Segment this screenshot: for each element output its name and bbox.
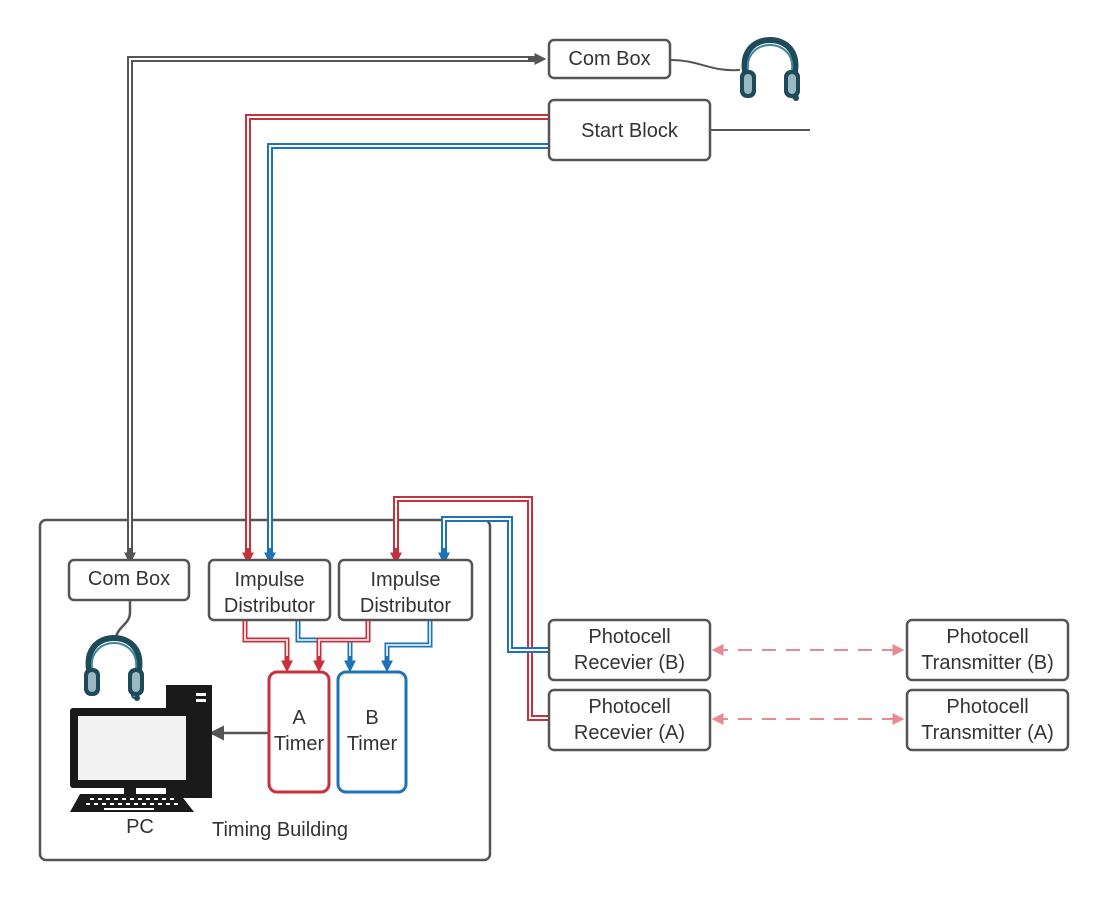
transmitter-b-label-line1: Photocell: [946, 626, 1028, 648]
impulse-distributor-2: Impulse Distributor: [337, 558, 474, 622]
timer-a: A Timer: [267, 670, 331, 794]
timing-building-container: [38, 518, 492, 862]
com-box-bottom-label: Com Box: [88, 568, 170, 590]
pc-label: PC: [126, 816, 154, 838]
receiver-b-label-line2: Recevier (B): [574, 652, 685, 674]
distributor-timer-links: [242, 620, 433, 673]
headset-cord-top: [669, 59, 741, 72]
com-box-bottom: Com Box: [67, 558, 191, 602]
photocell-transmitter-b: Photocell Transmitter (B): [905, 618, 1070, 682]
timer-b-label-line1: B: [365, 707, 378, 729]
timer-a-label-line1: A: [292, 707, 306, 729]
receiver-a-label-line2: Recevier (A): [574, 722, 685, 744]
timing-building-label: Timing Building: [212, 819, 348, 841]
desktop-computer-icon: [70, 685, 212, 812]
com-box-top-label: Com Box: [568, 48, 650, 70]
distributor-2-label-line2: Distributor: [360, 595, 451, 617]
photocell-receiver-b: Photocell Recevier (B): [547, 618, 712, 682]
headset-cord-bottom: [113, 600, 132, 641]
headset-icon: [740, 36, 800, 101]
photocell-receiver-a: Photocell Recevier (A): [547, 688, 712, 752]
start-block-label: Start Block: [581, 120, 679, 142]
com-link: [124, 53, 547, 565]
receiver-a-label-line1: Photocell: [588, 696, 670, 718]
com-box-top: Com Box: [547, 38, 672, 80]
start-link-a: [242, 114, 548, 565]
distributor-1-label-line2: Distributor: [224, 595, 315, 617]
timer-b: B Timer: [336, 670, 408, 794]
timer-b-label-line2: Timer: [347, 733, 398, 755]
transmitter-b-label-line2: Transmitter (B): [921, 652, 1054, 674]
transmitter-a-label-line2: Transmitter (A): [921, 722, 1054, 744]
receiver-b-label-line1: Photocell: [588, 626, 670, 648]
impulse-distributor-1: Impulse Distributor: [207, 558, 332, 622]
transmitter-a-label-line1: Photocell: [946, 696, 1028, 718]
timer-a-label-line2: Timer: [274, 733, 325, 755]
start-block: Start Block: [547, 98, 712, 162]
distributor-1-label-line1: Impulse: [234, 569, 304, 591]
distributor-2-label-line1: Impulse: [370, 569, 440, 591]
photocell-transmitter-a: Photocell Transmitter (A): [905, 688, 1070, 752]
headset-icon: [84, 634, 144, 701]
